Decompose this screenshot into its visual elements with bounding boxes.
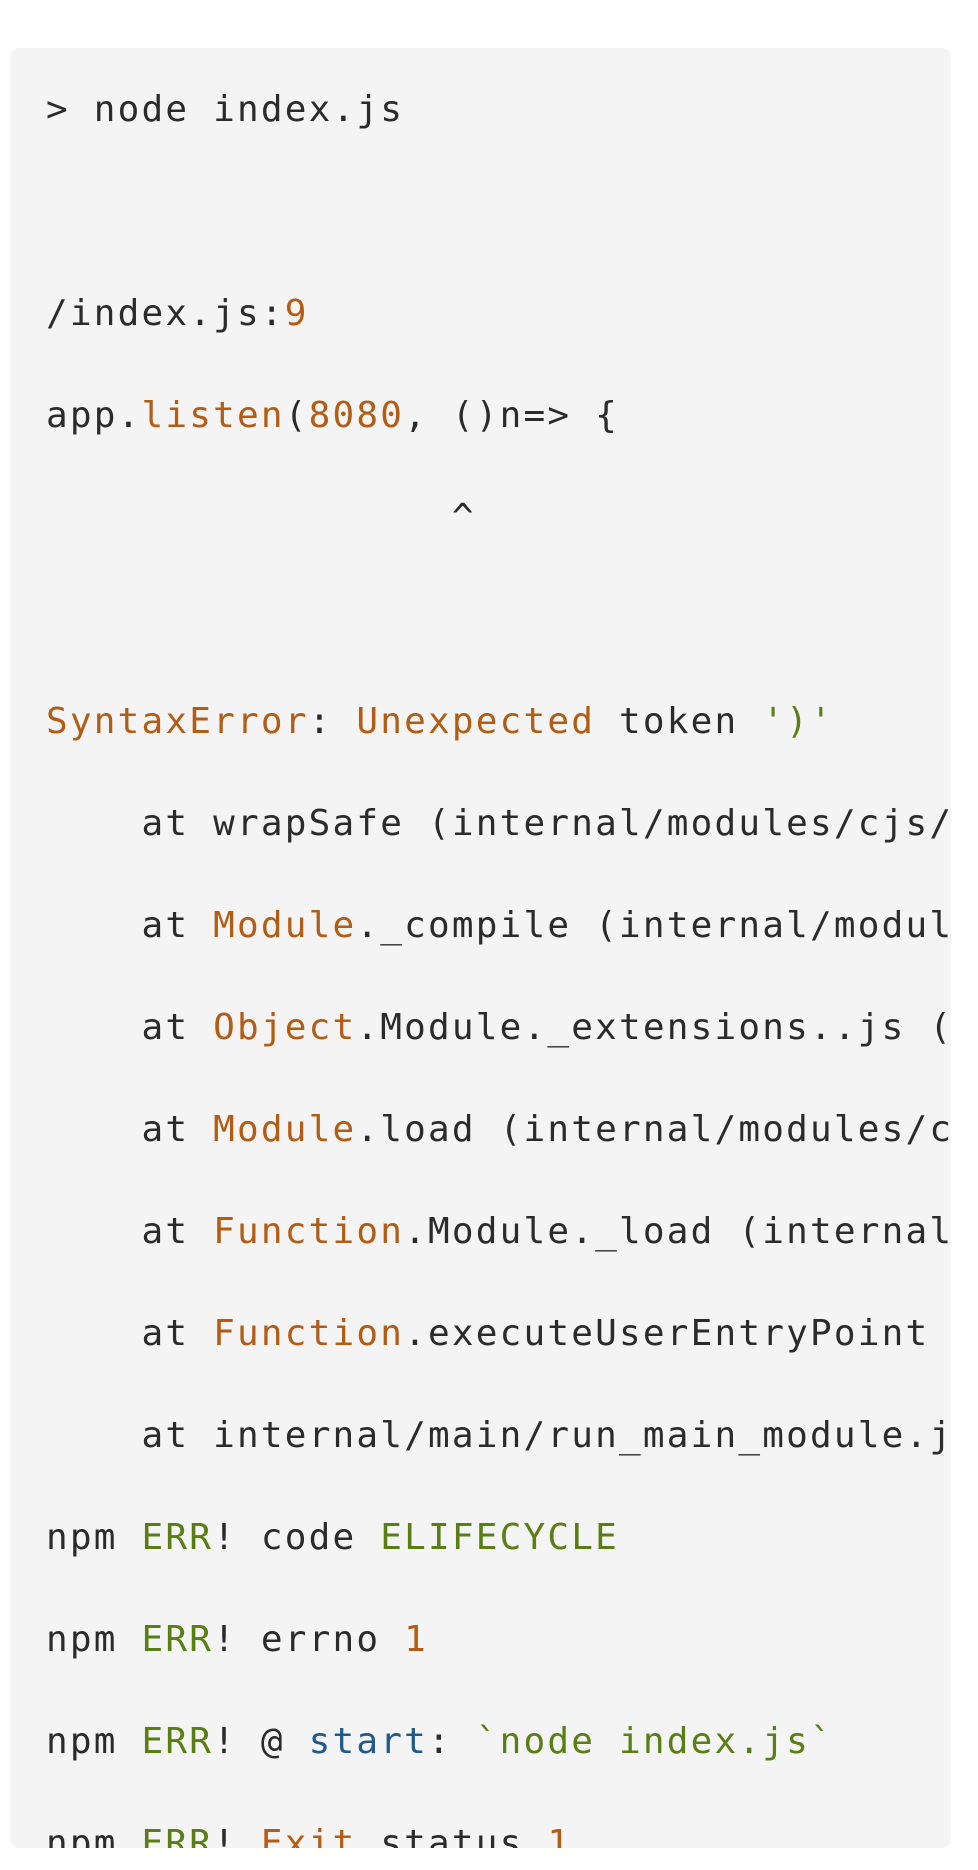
terminal-token: ._compile (internal/modul (356, 905, 951, 946)
terminal-token: Object (213, 1007, 357, 1048)
terminal-token: /index.js: (46, 293, 285, 334)
terminal-token: at internal/main/run_main_module.j (46, 1415, 951, 1456)
code-block: > node index.js/index.js:9 app.listen(808… (10, 48, 951, 1848)
terminal-token: at wrapSafe (internal/modules/cjs/ (46, 803, 951, 844)
terminal-token: ! errno (213, 1619, 405, 1660)
terminal-line: at Object.Module._extensions..js ( (46, 1003, 951, 1053)
terminal-token: npm (46, 1721, 142, 1762)
terminal-token: ERR (141, 1823, 214, 1848)
terminal-token: ( (284, 395, 309, 436)
terminal-token: ! @ (213, 1721, 309, 1762)
terminal-token: npm (46, 1619, 142, 1660)
terminal-token: ')' (762, 701, 834, 742)
terminal-line: npm ERR! Exit status 1 (46, 1819, 571, 1848)
terminal-token: ERR (141, 1517, 214, 1558)
terminal-token: start (308, 1721, 428, 1762)
terminal-token: ^ (46, 497, 476, 538)
terminal-token: at (46, 1211, 214, 1252)
terminal-line: > node index.js (46, 85, 404, 135)
terminal-line: at Function.executeUserEntryPoint (46, 1309, 951, 1359)
terminal-token: 8080 (308, 395, 405, 436)
terminal-line: SyntaxError: Unexpected token ')' (46, 697, 834, 747)
terminal-token: ERR (141, 1721, 214, 1762)
terminal-line: at Module.load (internal/modules/c (46, 1105, 951, 1155)
terminal-token: , ()n=> { (404, 395, 619, 436)
terminal-token: listen (141, 395, 285, 436)
terminal-token: npm (46, 1517, 142, 1558)
terminal-token: 1 (404, 1619, 428, 1660)
terminal-token: at (46, 1109, 214, 1150)
terminal-line: at wrapSafe (internal/modules/cjs/ (46, 799, 951, 849)
terminal-token: at (46, 1007, 214, 1048)
terminal-token: Exit (260, 1823, 357, 1848)
terminal-token: ELIFECYCLE (380, 1517, 619, 1558)
terminal-token: Function (213, 1313, 405, 1354)
terminal-token: Module (213, 1109, 357, 1150)
terminal-line: npm ERR! errno 1 (46, 1615, 428, 1665)
terminal-token: ERR (141, 1619, 214, 1660)
terminal-line: /index.js:9 (46, 289, 309, 339)
terminal-token: at (46, 1313, 214, 1354)
terminal-token: Module (213, 905, 357, 946)
terminal-token: Unexpected (356, 701, 596, 742)
terminal-token: > node index.js (46, 89, 405, 130)
terminal-token: app. (46, 395, 142, 436)
terminal-line: at Function.Module._load (internal (46, 1207, 951, 1257)
terminal-line: npm ERR! code ELIFECYCLE (46, 1513, 619, 1563)
terminal-token: .Module._load (internal (404, 1211, 951, 1252)
terminal-line: npm ERR! @ start: `node index.js` (46, 1717, 834, 1767)
terminal-token: .executeUserEntryPoint (404, 1313, 951, 1354)
terminal-line: at Module._compile (internal/modul (46, 901, 951, 951)
terminal-token: : (428, 1721, 476, 1762)
terminal-line: ^ (46, 493, 476, 543)
terminal-token: ! code (213, 1517, 381, 1558)
terminal-token: : (308, 701, 357, 742)
terminal-token: npm (46, 1823, 142, 1848)
terminal-token: Function (213, 1211, 405, 1252)
terminal-token: status (356, 1823, 548, 1848)
terminal-token: .load (internal/modules/c (356, 1109, 951, 1150)
terminal-line: at internal/main/run_main_module.j (46, 1411, 951, 1461)
terminal-token: ! (213, 1823, 261, 1848)
terminal-token: 9 (284, 293, 309, 334)
terminal-token: at (46, 905, 214, 946)
terminal-token: token (595, 701, 763, 742)
terminal-token: 1 (547, 1823, 572, 1848)
terminal-token: `node index.js` (475, 1721, 834, 1762)
terminal-token: SyntaxError (46, 701, 309, 742)
terminal-token: .Module._extensions..js ( (356, 1007, 951, 1048)
terminal-line: app.listen(8080, ()n=> { (46, 391, 619, 441)
